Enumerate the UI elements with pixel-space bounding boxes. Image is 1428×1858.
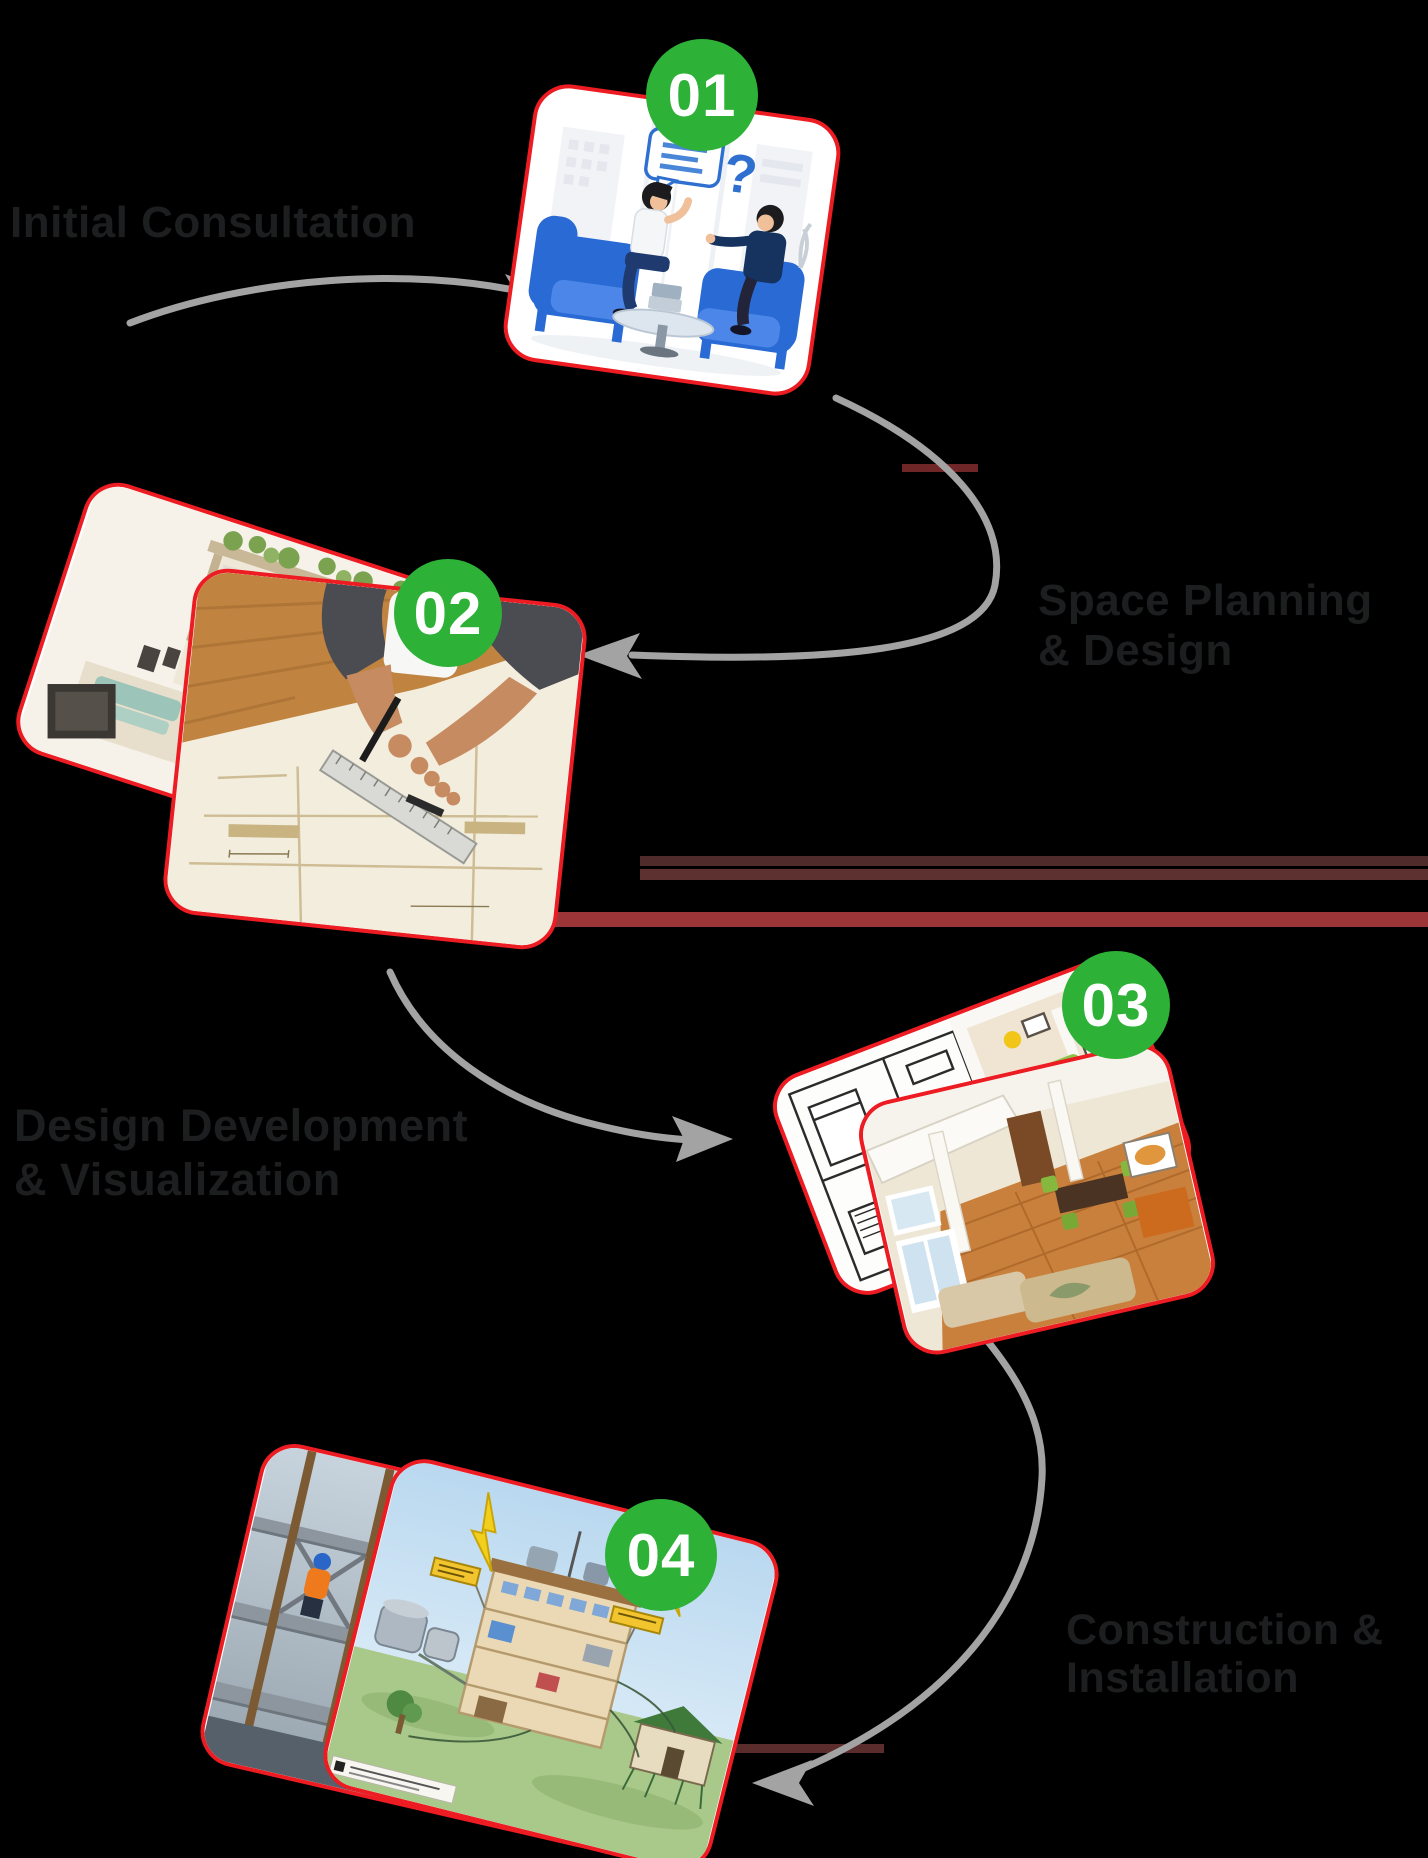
badge-step4: 04	[605, 1499, 717, 1611]
warning-signs	[429, 1556, 665, 1645]
arrow-step2	[628, 394, 1001, 661]
badge-number: 04	[626, 1521, 696, 1589]
badge-number: 01	[667, 61, 737, 129]
badge-number: 03	[1081, 971, 1151, 1039]
pencil	[359, 696, 402, 763]
badge-step3: 03	[1062, 951, 1170, 1059]
main-building	[457, 1531, 644, 1750]
person-right	[705, 204, 787, 336]
arrowhead-left-icon	[578, 633, 642, 679]
ruler	[318, 749, 478, 865]
arrow-step1	[126, 275, 532, 327]
coffee-table	[612, 282, 715, 358]
architect-drafting-blueprint	[164, 569, 586, 949]
sideboard	[1134, 1186, 1195, 1239]
tree	[386, 1690, 423, 1735]
wall-painting	[1122, 1131, 1178, 1179]
person-left	[612, 182, 693, 319]
plant	[798, 222, 813, 269]
label-step3: Design Development & Visualization	[14, 1100, 469, 1205]
badge-number: 02	[413, 579, 483, 647]
card-step4-installation	[315, 1451, 787, 1858]
background-stripe	[428, 912, 1428, 927]
label-step4: Construction & Installation	[1066, 1606, 1384, 1702]
label-step1: Initial Consultation	[10, 198, 416, 247]
legend-strip	[328, 1755, 457, 1804]
badge-step1: 01	[646, 39, 758, 151]
card-step2-drafting	[159, 565, 591, 953]
worker	[300, 1552, 332, 1620]
building-services-diagram	[321, 1456, 781, 1858]
arrowhead-left-icon	[752, 1760, 814, 1806]
storage-tanks	[374, 1599, 467, 1686]
tall-cabinet	[1006, 1110, 1057, 1187]
background-stripe	[640, 856, 1428, 866]
background-stripe	[902, 464, 978, 472]
label-step2: Space Planning & Design	[1038, 576, 1373, 675]
background-stripe	[716, 1744, 884, 1753]
small-house	[621, 1706, 723, 1809]
lamp	[1003, 1031, 1022, 1049]
arrowhead-right-icon	[672, 1116, 733, 1162]
badge-step2: 02	[394, 559, 502, 667]
rug	[1020, 1257, 1136, 1323]
background-stripe	[640, 869, 1428, 880]
